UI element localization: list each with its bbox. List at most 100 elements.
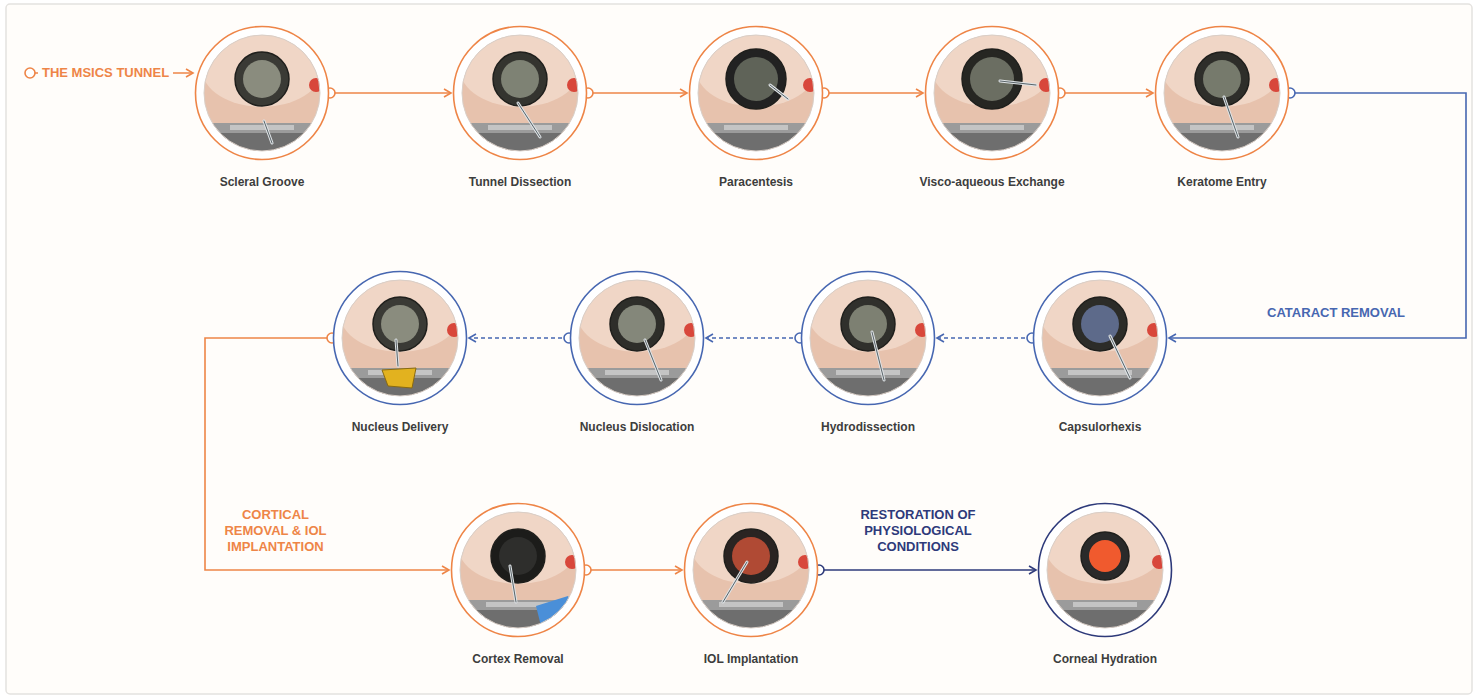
lens bbox=[243, 60, 281, 98]
iris bbox=[235, 52, 289, 106]
flow-arrow bbox=[330, 92, 451, 94]
iris bbox=[1081, 532, 1129, 580]
eye-illustration bbox=[1154, 25, 1290, 161]
step-caption: Capsulorhexis bbox=[980, 420, 1220, 435]
stage-label: CATARACT REMOVAL bbox=[1267, 305, 1405, 321]
instrument bbox=[518, 103, 540, 137]
flow-arrow bbox=[205, 338, 449, 570]
lens bbox=[499, 537, 537, 575]
photo-border bbox=[1042, 280, 1158, 396]
speculum-shadow bbox=[800, 378, 936, 406]
lens bbox=[618, 305, 656, 343]
instrument bbox=[1000, 81, 1036, 85]
photo-border bbox=[204, 35, 320, 151]
bleeding-spot bbox=[798, 555, 812, 569]
bleeding-spot bbox=[309, 78, 323, 92]
step-outline bbox=[450, 502, 586, 638]
bleeding-spot bbox=[1147, 323, 1161, 337]
instrument-edge bbox=[518, 103, 540, 137]
eye-illustration bbox=[194, 25, 330, 161]
speculum-shadow bbox=[1154, 133, 1290, 161]
eye-illustration bbox=[452, 25, 588, 161]
speculum bbox=[1032, 368, 1168, 406]
eye-skin bbox=[1037, 502, 1173, 638]
iris bbox=[724, 529, 778, 583]
iris bbox=[841, 297, 895, 351]
step-outline bbox=[688, 25, 824, 161]
bleeding-spot bbox=[447, 323, 461, 337]
speculum-shadow bbox=[1032, 378, 1168, 406]
iris bbox=[1073, 297, 1127, 351]
flow-arrow bbox=[824, 92, 923, 94]
iris bbox=[962, 49, 1022, 109]
photo-border bbox=[579, 280, 695, 396]
iris bbox=[1195, 52, 1249, 106]
step-circle: IOL Implantation bbox=[683, 502, 819, 638]
speculum bbox=[569, 368, 705, 406]
step-outline bbox=[194, 25, 330, 161]
speculum bbox=[332, 368, 468, 406]
photo-border bbox=[1047, 512, 1163, 628]
iris bbox=[373, 297, 427, 351]
nucleus bbox=[382, 368, 416, 388]
frame bbox=[6, 4, 1472, 694]
step-circle: Visco-aqueous Exchange bbox=[924, 25, 1060, 161]
eye-sclera bbox=[696, 31, 816, 107]
eye-sclera bbox=[1045, 508, 1165, 584]
eye-skin bbox=[194, 25, 330, 161]
instrument-edge bbox=[770, 85, 788, 99]
iris bbox=[610, 297, 664, 351]
eye-sclera bbox=[1162, 31, 1282, 107]
lens bbox=[732, 537, 770, 575]
speculum bbox=[800, 368, 936, 406]
speculum-shadow bbox=[688, 133, 824, 161]
step-circle: Keratome Entry bbox=[1154, 25, 1290, 161]
step-caption: IOL Implantation bbox=[631, 652, 871, 667]
lens bbox=[970, 57, 1014, 101]
instrument bbox=[872, 332, 884, 380]
speculum-bar bbox=[836, 370, 900, 375]
instrument-edge bbox=[396, 340, 398, 366]
step-outline bbox=[800, 270, 936, 406]
speculum bbox=[1037, 600, 1173, 638]
lens bbox=[849, 305, 887, 343]
eye-sclera bbox=[1040, 276, 1160, 352]
eye-skin bbox=[1154, 25, 1290, 161]
photo-border bbox=[810, 280, 926, 396]
speculum-bar bbox=[230, 125, 294, 130]
eye-skin bbox=[688, 25, 824, 161]
step-outline bbox=[924, 25, 1060, 161]
eye-skin bbox=[569, 270, 705, 406]
stage-label: RESTORATION OF PHYSIOLOGICAL CONDITIONS bbox=[848, 507, 988, 555]
lens bbox=[1203, 60, 1241, 98]
instrument bbox=[723, 562, 747, 602]
photo-border bbox=[698, 35, 814, 151]
bleeding-spot bbox=[565, 555, 579, 569]
speculum bbox=[1154, 123, 1290, 161]
speculum bbox=[452, 123, 588, 161]
speculum-shadow bbox=[924, 133, 1060, 161]
speculum-bar bbox=[488, 125, 552, 130]
speculum-bar bbox=[1073, 602, 1137, 607]
speculum-bar bbox=[719, 602, 783, 607]
step-caption: Scleral Groove bbox=[142, 175, 382, 190]
eye-sclera bbox=[932, 31, 1052, 107]
step-circle: Hydrodissection bbox=[800, 270, 936, 406]
speculum-shadow bbox=[450, 610, 586, 638]
step-outline bbox=[683, 502, 819, 638]
speculum bbox=[194, 123, 330, 161]
speculum-bar bbox=[1068, 370, 1132, 375]
speculum-bar bbox=[1190, 125, 1254, 130]
photo-border bbox=[693, 512, 809, 628]
bleeding-spot bbox=[684, 323, 698, 337]
eye-sclera bbox=[460, 31, 580, 107]
eye-skin bbox=[1032, 270, 1168, 406]
step-caption: Corneal Hydration bbox=[985, 652, 1225, 667]
step-caption: Tunnel Dissection bbox=[400, 175, 640, 190]
speculum-bar bbox=[960, 125, 1024, 130]
speculum bbox=[450, 600, 586, 638]
flow-arrow bbox=[588, 92, 687, 94]
step-caption: Cortex Removal bbox=[398, 652, 638, 667]
instrument bbox=[1110, 336, 1130, 378]
flow-arrow bbox=[819, 569, 1036, 571]
